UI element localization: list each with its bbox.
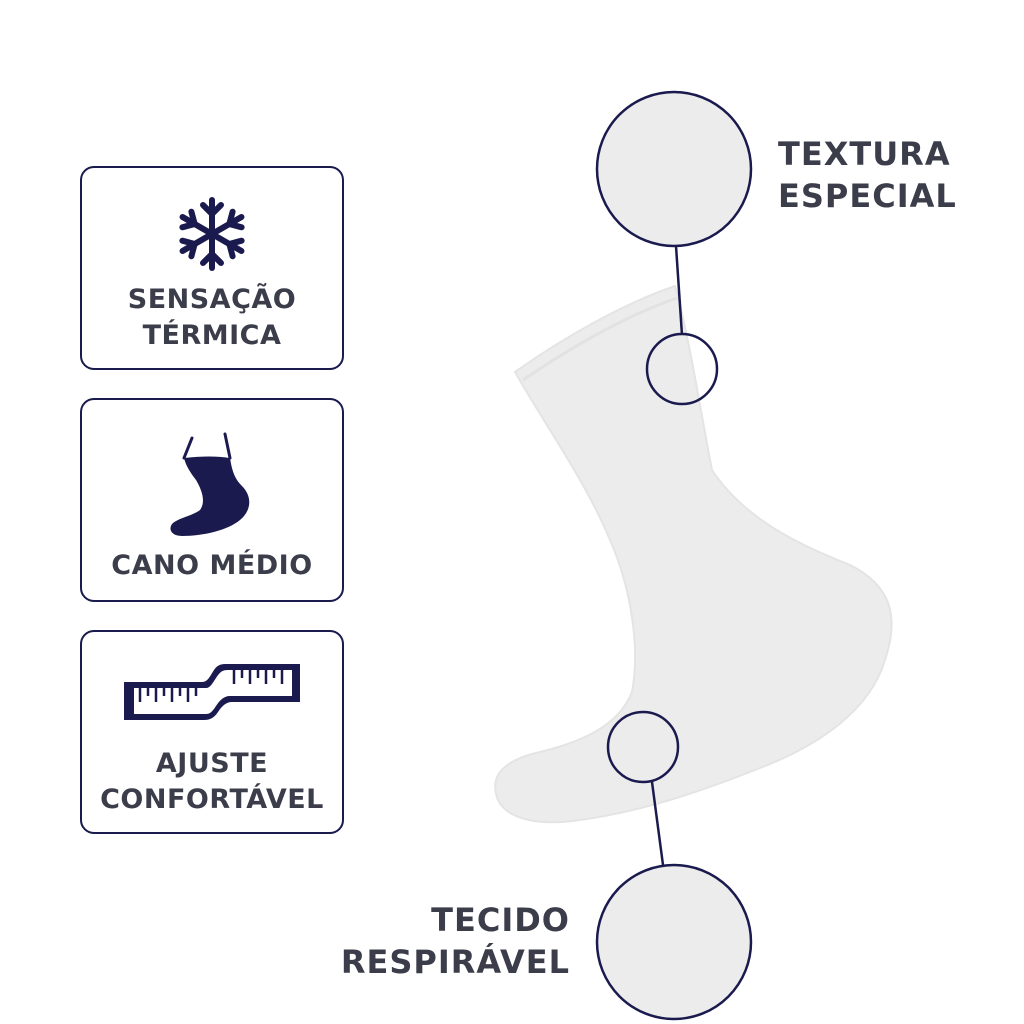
- zoom-circle-fabric: [595, 863, 753, 1021]
- feature-thermal-line-1: SENSAÇÃO: [127, 284, 297, 315]
- feature-fit-line-1: AJUSTE: [155, 748, 269, 779]
- feature-fit-label: AJUSTE CONFORTÁVEL: [82, 746, 342, 818]
- snowflake-icon: [179, 197, 245, 271]
- feature-mid-calf-line-1: CANO MÉDIO: [111, 550, 313, 581]
- feature-card-mid-calf: CANO MÉDIO: [80, 398, 344, 602]
- sock-icon: [170, 432, 250, 536]
- callout-connector-bottom: [650, 781, 665, 866]
- zoom-circle-texture: [595, 90, 753, 248]
- feature-thermal-line-2: TÉRMICA: [142, 320, 282, 351]
- feature-mid-calf-label: CANO MÉDIO: [82, 548, 342, 584]
- snowflake-icon-wrap: [82, 194, 342, 274]
- callout-texture-line-1: TEXTURA: [778, 135, 951, 173]
- detail-marker-sole: [606, 710, 680, 784]
- sock-shape: [494, 284, 893, 824]
- callout-connector-top: [674, 245, 684, 336]
- sock-icon-wrap: [82, 430, 342, 540]
- callout-fabric-line-1: TECIDO: [431, 901, 570, 939]
- feature-card-comfortable-fit: AJUSTE CONFORTÁVEL: [80, 630, 344, 834]
- callout-fabric-line-2: RESPIRÁVEL: [340, 943, 570, 981]
- detail-marker-cuff: [645, 332, 719, 406]
- measuring-tape-icon: [124, 664, 300, 720]
- sock-cuff: [522, 296, 678, 382]
- callout-texture-label: TEXTURA ESPECIAL: [778, 133, 957, 217]
- measuring-tape-icon-wrap: [82, 662, 342, 722]
- callout-fabric-label: TECIDO RESPIRÁVEL: [340, 899, 570, 983]
- feature-thermal-label: SENSAÇÃO TÉRMICA: [82, 282, 342, 354]
- feature-fit-line-2: CONFORTÁVEL: [100, 784, 324, 815]
- feature-card-thermal: SENSAÇÃO TÉRMICA: [80, 166, 344, 370]
- callout-texture-line-2: ESPECIAL: [778, 177, 957, 215]
